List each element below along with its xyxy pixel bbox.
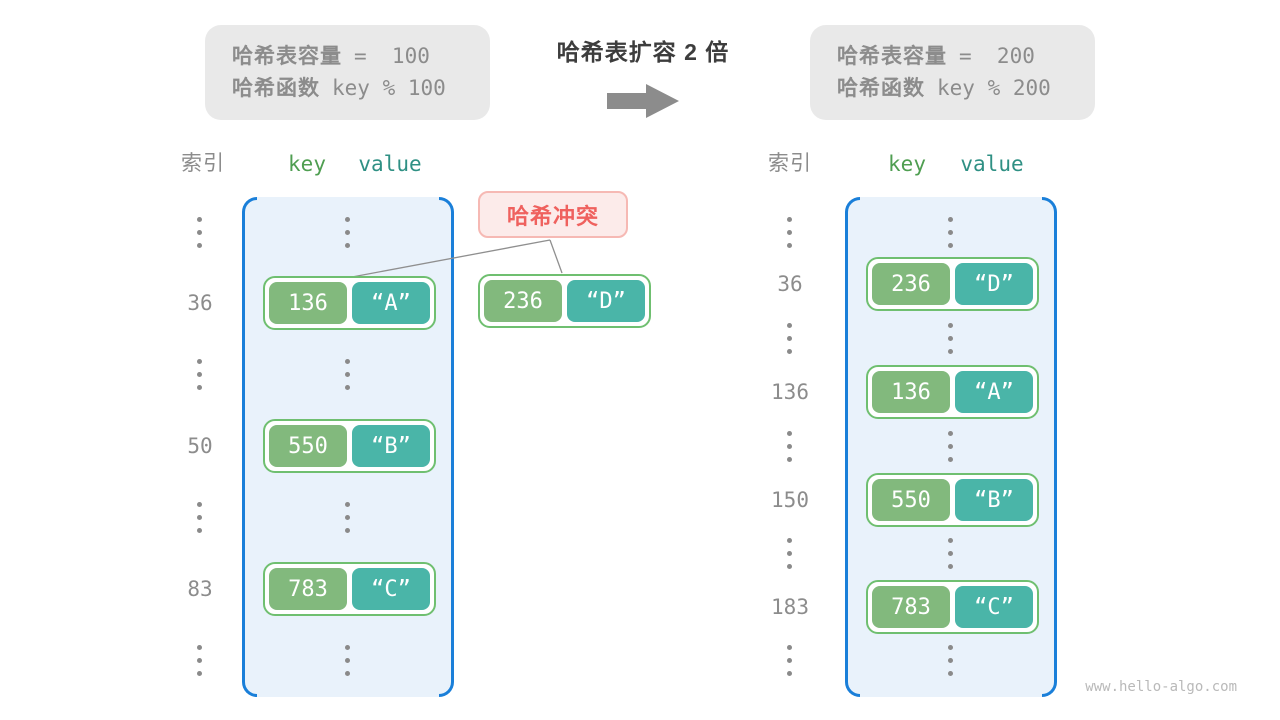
index-label: 36 bbox=[777, 272, 803, 296]
kv-pair: 550 “B” bbox=[263, 419, 436, 473]
key-box: 136 bbox=[872, 371, 950, 413]
value-box: “A” bbox=[955, 371, 1033, 413]
index-header: 索引 bbox=[181, 152, 225, 175]
capacity-line: 哈希表容量 = 200 bbox=[837, 44, 1068, 69]
index-label: 183 bbox=[771, 595, 809, 619]
ellipsis-dots-icon bbox=[197, 502, 202, 533]
ellipsis-dots-icon bbox=[197, 217, 202, 248]
ellipsis-dots-icon bbox=[345, 645, 350, 676]
key-box: 136 bbox=[269, 282, 347, 324]
ellipsis-dots-icon bbox=[345, 217, 350, 248]
value-box: “C” bbox=[352, 568, 430, 610]
capacity-value: = 200 bbox=[959, 44, 1035, 68]
ellipsis-dots-icon bbox=[345, 502, 350, 533]
index-label: 136 bbox=[771, 380, 809, 404]
ellipsis-dots-icon bbox=[197, 359, 202, 390]
info-box-after: 哈希表容量 = 200 哈希函数 key % 200 bbox=[810, 25, 1095, 120]
key-box: 550 bbox=[872, 479, 950, 521]
key-box: 236 bbox=[872, 263, 950, 305]
collision-line-right bbox=[549, 239, 563, 274]
ellipsis-dots-icon bbox=[787, 217, 792, 248]
watermark: www.hello-algo.com bbox=[1085, 679, 1237, 695]
ellipsis-dots-icon bbox=[345, 359, 350, 390]
ellipsis-dots-icon bbox=[948, 538, 953, 569]
index-label: 36 bbox=[187, 291, 213, 315]
capacity-label: 哈希表容量 bbox=[232, 45, 342, 68]
value-box: “D” bbox=[567, 280, 645, 322]
ellipsis-dots-icon bbox=[948, 217, 953, 248]
ellipsis-dots-icon bbox=[787, 323, 792, 354]
kv-pair: 783 “C” bbox=[866, 580, 1039, 634]
key-box: 236 bbox=[484, 280, 562, 322]
bracket-right-icon bbox=[1042, 197, 1057, 697]
expand-title: 哈希表扩容 2 倍 bbox=[556, 39, 730, 65]
capacity-line: 哈希表容量 = 100 bbox=[232, 44, 463, 69]
expand-arrow-icon bbox=[607, 84, 679, 118]
kv-pair: 136 “A” bbox=[866, 365, 1039, 419]
key-header: key bbox=[288, 152, 326, 176]
ellipsis-dots-icon bbox=[197, 645, 202, 676]
key-box: 550 bbox=[269, 425, 347, 467]
info-box-before: 哈希表容量 = 100 哈希函数 key % 100 bbox=[205, 25, 490, 120]
hash-fn-value: key % 200 bbox=[937, 76, 1051, 100]
ellipsis-dots-icon bbox=[948, 323, 953, 354]
ellipsis-dots-icon bbox=[787, 538, 792, 569]
value-box: “A” bbox=[352, 282, 430, 324]
ellipsis-dots-icon bbox=[787, 431, 792, 462]
bracket-right-icon bbox=[439, 197, 454, 697]
hash-fn-line: 哈希函数 key % 200 bbox=[837, 76, 1068, 101]
ellipsis-dots-icon bbox=[787, 645, 792, 676]
hash-fn-label: 哈希函数 bbox=[837, 77, 925, 100]
key-box: 783 bbox=[872, 586, 950, 628]
index-label: 50 bbox=[187, 434, 213, 458]
index-header: 索引 bbox=[768, 152, 812, 175]
hash-fn-value: key % 100 bbox=[332, 76, 446, 100]
hash-fn-label: 哈希函数 bbox=[232, 77, 320, 100]
value-box: “B” bbox=[352, 425, 430, 467]
index-label: 83 bbox=[187, 577, 213, 601]
bracket-left-icon bbox=[845, 197, 860, 697]
kv-pair: 136 “A” bbox=[263, 276, 436, 330]
collision-label: 哈希冲突 bbox=[478, 191, 628, 238]
ellipsis-dots-icon bbox=[948, 645, 953, 676]
value-header: value bbox=[358, 152, 422, 176]
ellipsis-dots-icon bbox=[948, 431, 953, 462]
bracket-left-icon bbox=[242, 197, 257, 697]
key-box: 783 bbox=[269, 568, 347, 610]
kv-pair: 783 “C” bbox=[263, 562, 436, 616]
value-header: value bbox=[960, 152, 1024, 176]
kv-pair: 550 “B” bbox=[866, 473, 1039, 527]
capacity-label: 哈希表容量 bbox=[837, 45, 947, 68]
index-label: 150 bbox=[771, 488, 809, 512]
collision-kv-pair: 236 “D” bbox=[478, 274, 651, 328]
value-box: “C” bbox=[955, 586, 1033, 628]
kv-pair: 236 “D” bbox=[866, 257, 1039, 311]
hash-fn-line: 哈希函数 key % 100 bbox=[232, 76, 463, 101]
value-box: “D” bbox=[955, 263, 1033, 305]
capacity-value: = 100 bbox=[354, 44, 430, 68]
key-header: key bbox=[888, 152, 926, 176]
value-box: “B” bbox=[955, 479, 1033, 521]
